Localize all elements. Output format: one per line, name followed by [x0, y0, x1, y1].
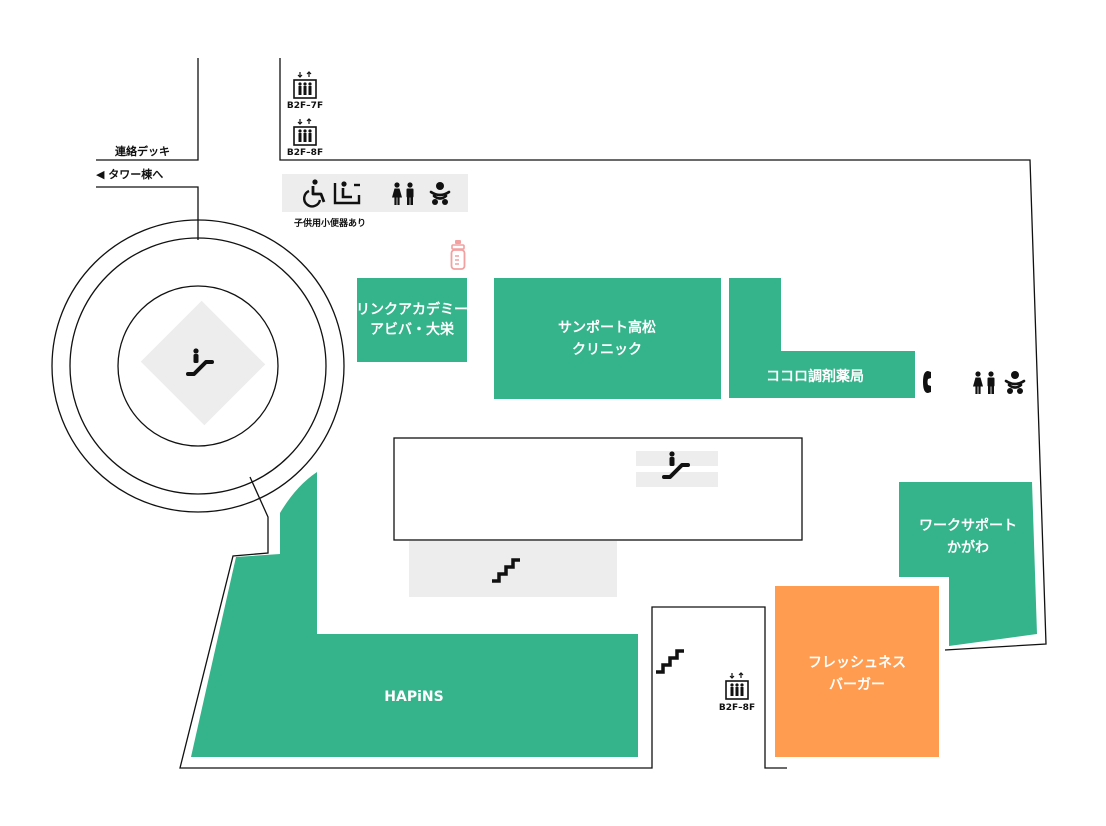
central-atrium [393, 437, 803, 541]
ostomate-icon [333, 181, 361, 205]
shop-label-line1: リンクアカデミー [356, 301, 468, 318]
elevator-icon[interactable] [725, 672, 749, 700]
baby-bottle-icon [450, 240, 466, 270]
shop-label-line2: バーガー [829, 677, 885, 693]
elevator-icon[interactable] [293, 118, 317, 146]
baby-changing-icon [1004, 369, 1026, 396]
connecting-deck-label: 連絡デッキ [115, 144, 170, 158]
shop-label-line1: ココロ調剤薬局 [766, 368, 864, 385]
stairs-icon[interactable] [654, 649, 686, 674]
shop-label-line2: アビバ・大栄 [370, 321, 455, 338]
elevator-icon[interactable] [293, 71, 317, 99]
wheelchair-icon [302, 179, 326, 208]
shop-label-line2: クリニック [572, 342, 642, 358]
building-outline [96, 58, 1047, 769]
shop-label-line1: HAPiNS [384, 689, 443, 705]
escalator-wing-bottom [636, 472, 718, 487]
shop-label-line1: ワークサポート [919, 517, 1017, 534]
elevator-floor-label: B2F–8F [287, 148, 323, 158]
shop-label-line1: フレッシュネス [808, 655, 906, 671]
shop-sunport-clinic[interactable]: サンポート高松 クリニック [494, 278, 721, 399]
shop-hapins[interactable]: HAPiNS [191, 472, 638, 757]
shop-label-line1: サンポート高松 [558, 319, 656, 336]
to-tower-link[interactable]: ◀ タワー棟へ [96, 167, 163, 181]
shop-label-line2: かがわ [947, 539, 989, 556]
shop-freshness-burger[interactable]: フレッシュネス バーガー [775, 586, 939, 757]
stairs-area [409, 541, 617, 597]
kids-toilet-note: 子供用小便器あり [294, 217, 366, 229]
elevator-floor-label: B2F–7F [287, 101, 323, 111]
shop-kokoro-pharmacy[interactable]: ココロ調剤薬局 [729, 278, 915, 398]
phone-icon [923, 371, 931, 393]
shop-work-support-kagawa[interactable]: ワークサポート かがわ [899, 482, 1037, 646]
restroom-icon [973, 371, 995, 394]
escalator-wing-top [636, 451, 718, 466]
shop-link-academy[interactable]: リンクアカデミー アビバ・大栄 [356, 278, 468, 362]
elevator-floor-label: B2F–8F [719, 703, 755, 713]
rotunda [51, 219, 345, 513]
